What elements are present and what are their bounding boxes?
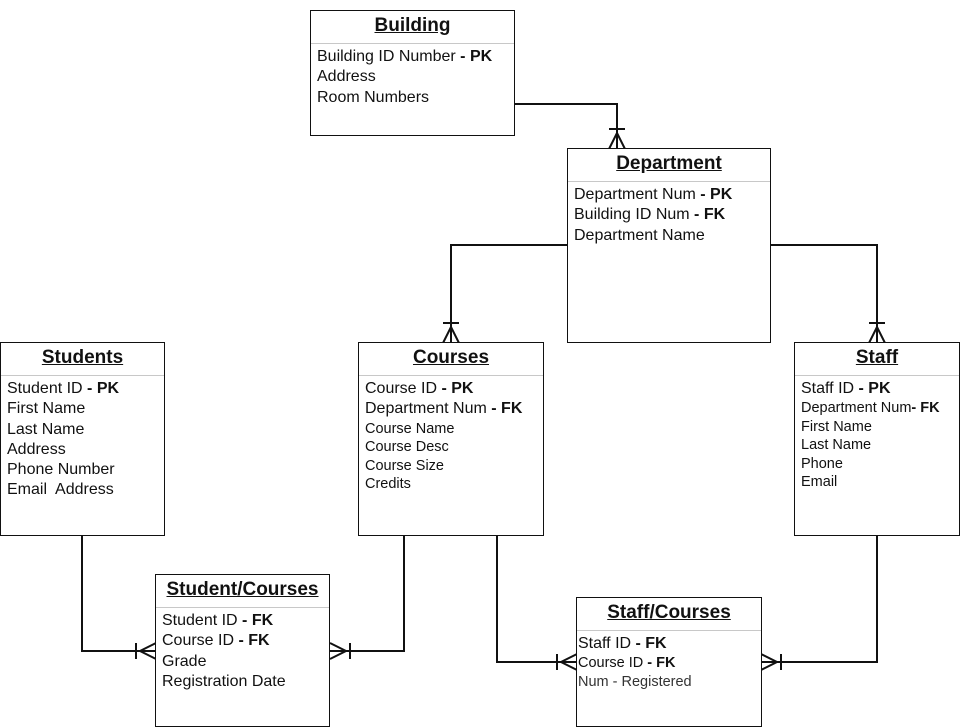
attribute-list: Student ID - FK Course ID - FK Grade Reg…: [156, 608, 329, 695]
attribute: Department Num - PK: [574, 186, 733, 203]
attribute: Num - Registered: [578, 673, 692, 690]
attribute: Course Size: [365, 457, 444, 474]
attribute: Course Desc: [365, 439, 449, 456]
entity-title: Building: [311, 11, 514, 44]
entity-student-courses: Student/Courses Student ID - FK Course I…: [155, 574, 330, 727]
attribute: Email Address: [7, 481, 114, 499]
attribute-list: Course ID - PK Department Num - FK Cours…: [359, 376, 543, 497]
entity-title: Staff/Courses: [577, 598, 761, 631]
attribute: Phone Number: [7, 461, 115, 479]
entity-staff-courses: Staff/Courses Staff ID - FK Course ID - …: [576, 597, 762, 727]
entity-staff: Staff Staff ID - PK Department Num- FK F…: [794, 342, 960, 536]
attribute-list: Staff ID - FK Course ID - FK Num - Regis…: [577, 631, 761, 694]
attribute-list: Student ID - PK First Name Last Name Add…: [1, 376, 164, 504]
relationship-students-studentcourses: [81, 536, 157, 660]
attribute-list: Department Num - PK Building ID Num - FK…: [568, 182, 770, 249]
attribute: Phone: [801, 455, 843, 472]
attribute: Last Name: [801, 437, 872, 454]
attribute: Staff ID - PK: [801, 380, 891, 397]
attribute: Staff ID - FK: [578, 635, 667, 652]
relationship-building-department: [515, 103, 626, 150]
relationship-department-staff: [771, 244, 886, 344]
relationship-staff-staffcourses: [760, 536, 878, 671]
attribute: Building ID Num - FK: [574, 206, 726, 224]
attribute: Email: [801, 474, 838, 491]
attribute: Department Num- FK: [801, 400, 940, 417]
attribute: Course ID - FK: [578, 655, 676, 672]
attribute: First Name: [7, 400, 86, 418]
entity-title: Student/Courses: [156, 575, 329, 608]
entity-title: Department: [568, 149, 770, 182]
attribute: Course Name: [365, 420, 455, 437]
attribute: Credits: [365, 476, 411, 493]
entity-department: Department Department Num - PK Building …: [567, 148, 771, 343]
attribute: Student ID - FK: [162, 612, 274, 629]
relationship-department-courses: [442, 244, 567, 344]
entity-courses: Courses Course ID - PK Department Num - …: [358, 342, 544, 536]
attribute: Course ID - FK: [162, 632, 270, 650]
relationship-courses-staffcourses: [496, 536, 578, 671]
entity-building: Building Building ID Number - PK Address…: [310, 10, 515, 136]
attribute-list: Staff ID - PK Department Num- FK First N…: [795, 376, 959, 495]
attribute: Address: [7, 440, 66, 458]
attribute: Department Num - FK: [365, 400, 523, 418]
entity-title: Staff: [795, 343, 959, 376]
attribute: Student ID - PK: [7, 380, 120, 397]
relationship-courses-studentcourses: [329, 536, 405, 660]
attribute: Room Numbers: [317, 88, 430, 106]
attribute: Registration Date: [162, 672, 286, 690]
entity-title: Students: [1, 343, 164, 376]
entity-students: Students Student ID - PK First Name Last…: [0, 342, 165, 536]
attribute: Department Name: [574, 226, 705, 244]
attribute-list: Building ID Number - PK Address Room Num…: [311, 44, 514, 111]
entity-title: Courses: [359, 343, 543, 376]
attribute: Last Name: [7, 420, 85, 438]
attribute: Address: [317, 68, 376, 86]
attribute: First Name: [801, 418, 872, 435]
attribute: Grade: [162, 652, 207, 670]
attribute: Course ID - PK: [365, 380, 474, 397]
attribute: Building ID Number - PK: [317, 48, 493, 65]
